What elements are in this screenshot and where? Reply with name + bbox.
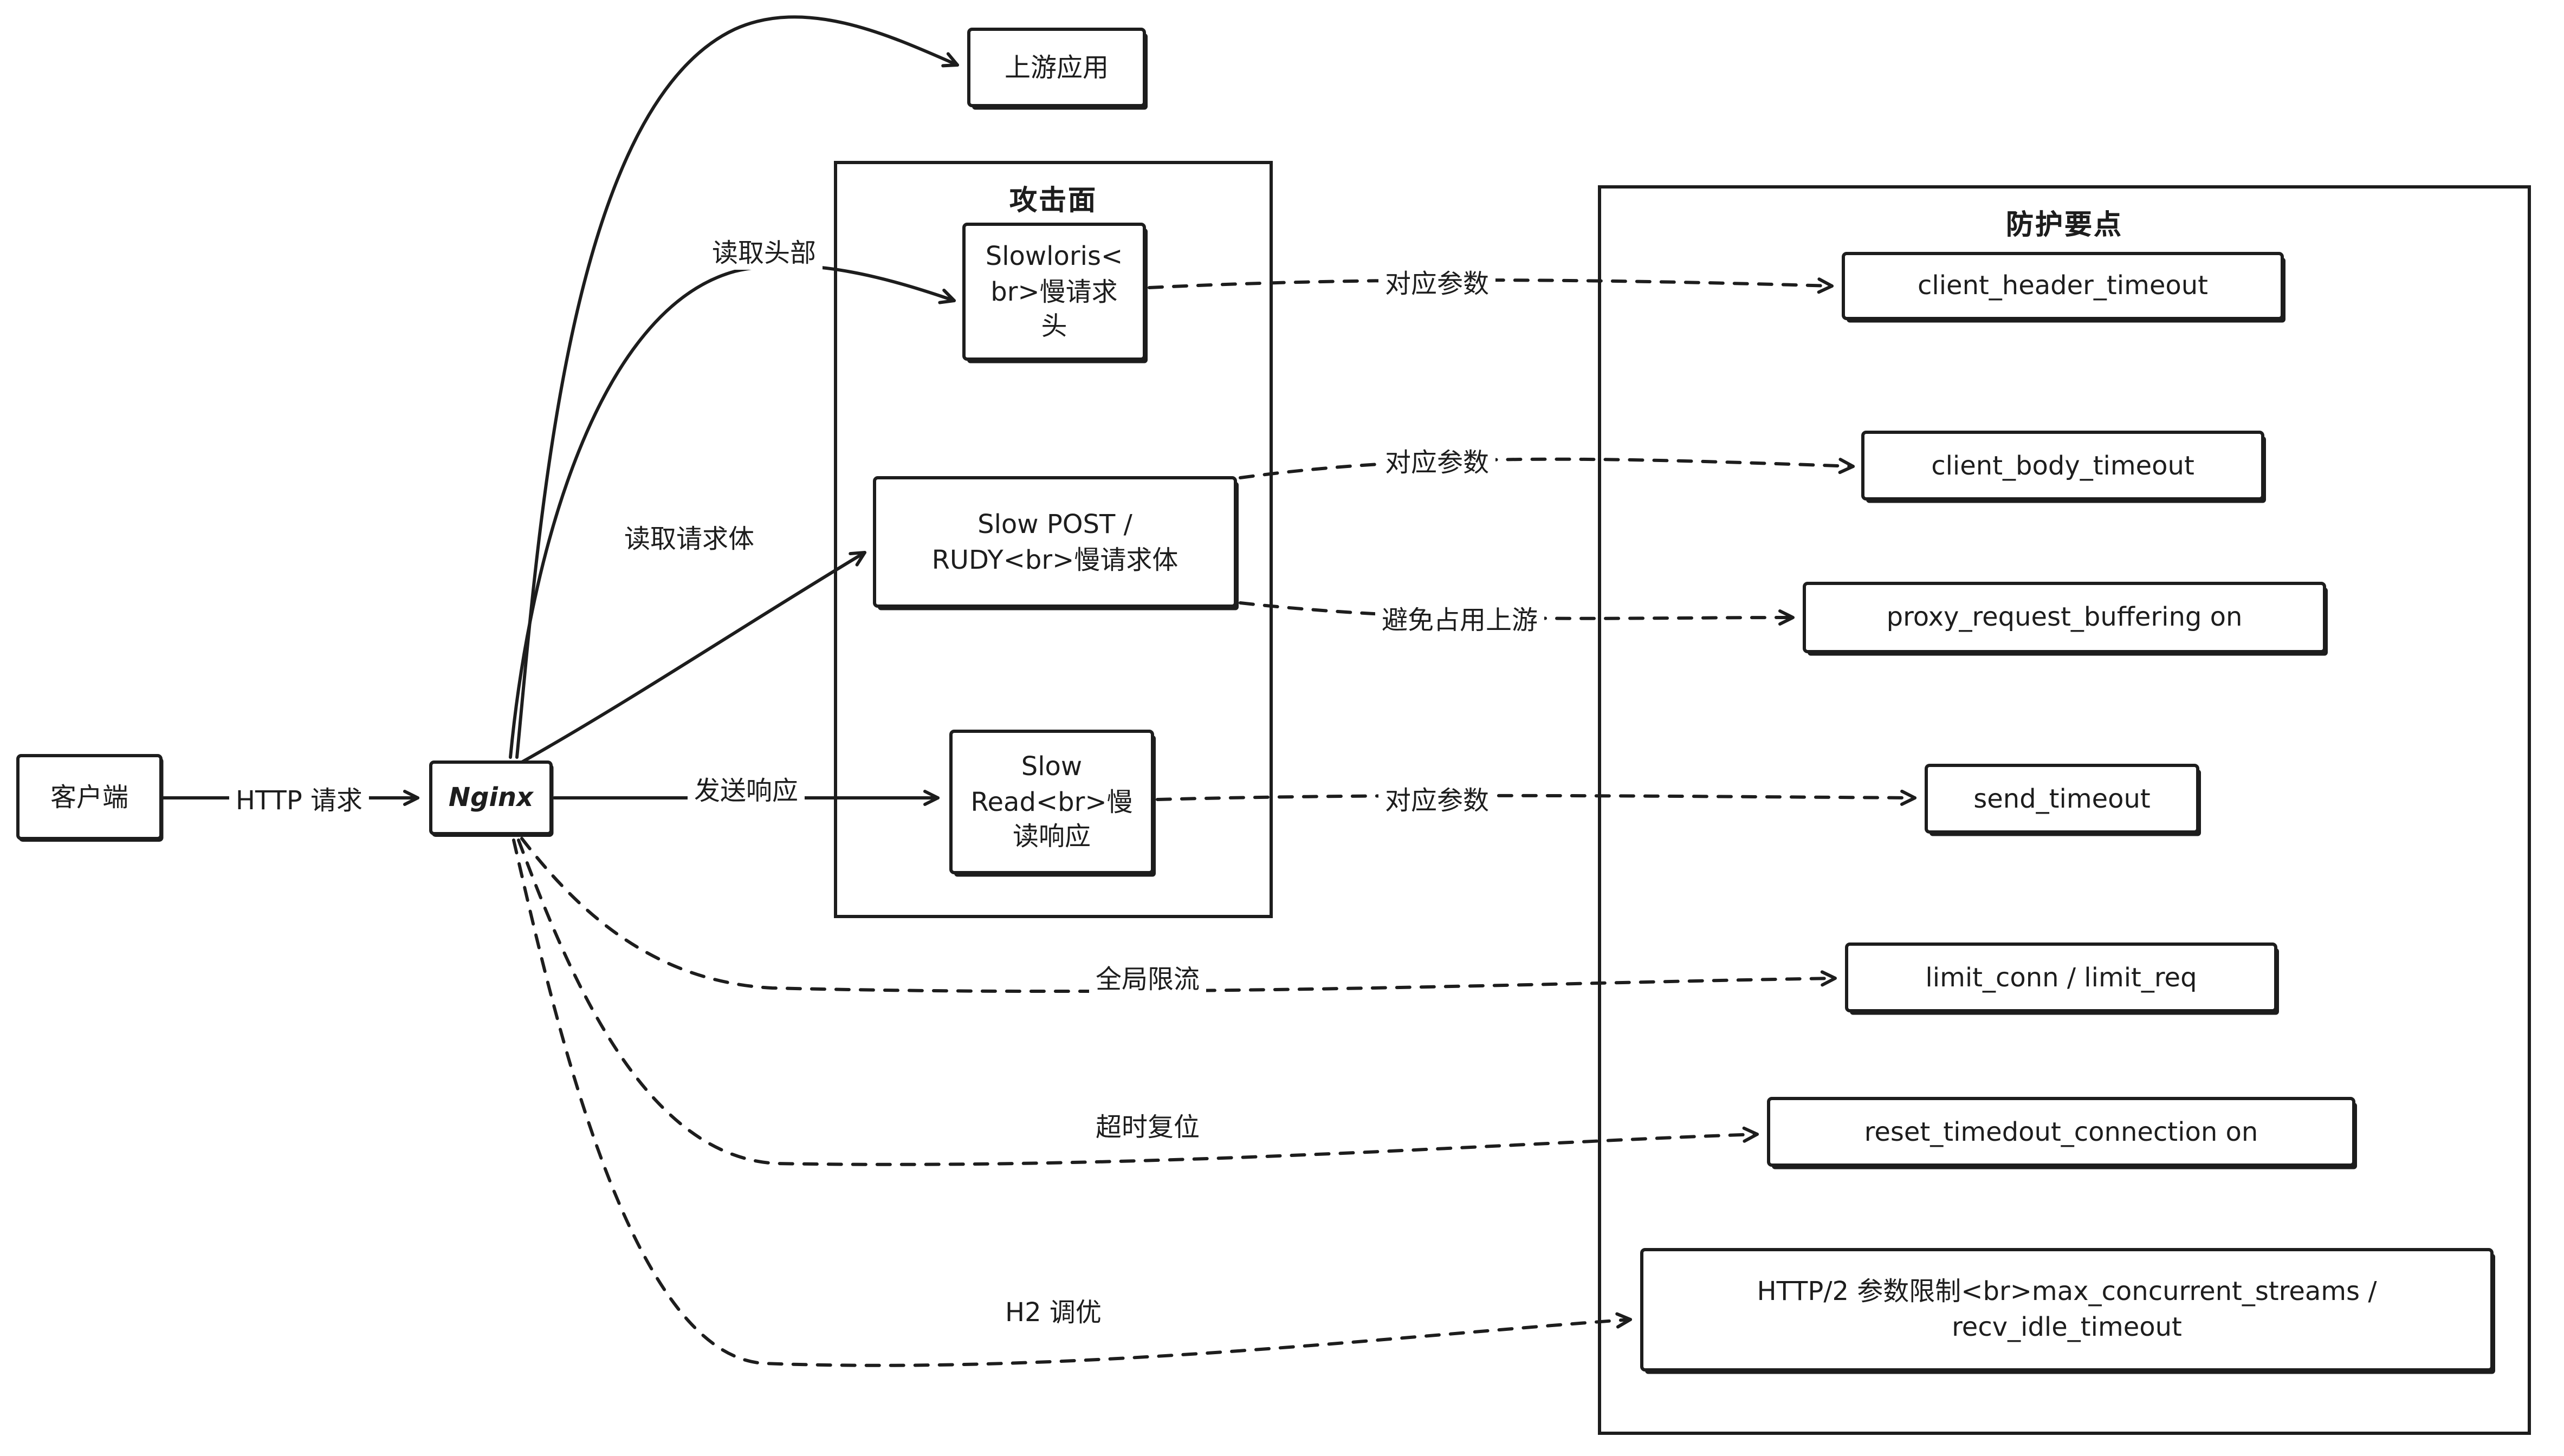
node-send-timeout: send_timeout xyxy=(1925,764,2199,834)
node-slowloris: Slowloris< br>慢请求 头 xyxy=(962,223,1146,361)
edge-label-avoid-upstream: 避免占用上游 xyxy=(1375,598,1545,637)
edge-slowpost-to-client-body-timeout xyxy=(1238,457,1855,480)
edge-label-timeout-reset: 超时复位 xyxy=(1089,1105,1207,1144)
node-slow-read: Slow Read<br>慢 读响应 xyxy=(949,730,1154,874)
node-nginx: Nginx xyxy=(429,760,553,835)
node-proxy-request-buffering: proxy_request_buffering on xyxy=(1803,582,2326,653)
edge-nginx-to-http2-tuning xyxy=(511,838,1632,1367)
node-http2-tuning: HTTP/2 参数限制<br>max_concurrent_streams / … xyxy=(1640,1248,2494,1372)
defense-points-group: 防护要点 xyxy=(1598,185,2531,1435)
node-client-header-timeout: client_header_timeout xyxy=(1842,252,2284,320)
edge-label-http-request: HTTP 请求 xyxy=(229,778,370,817)
edge-label-global-limit: 全局限流 xyxy=(1089,957,1207,996)
edge-label-body-param: 对应参数 xyxy=(1378,440,1496,479)
edge-label-send-response: 发送响应 xyxy=(687,769,805,808)
edge-nginx-to-reset-timedout xyxy=(516,838,1759,1166)
edge-label-h2-tuning: H2 调优 xyxy=(999,1290,1108,1329)
defense-points-title: 防护要点 xyxy=(2006,210,2123,242)
edge-nginx-to-upstream xyxy=(515,15,959,759)
node-limit-conn-limit-req: limit_conn / limit_req xyxy=(1845,942,2277,1012)
edge-label-read-param: 对应参数 xyxy=(1378,778,1496,817)
edge-label-header-param: 对应参数 xyxy=(1378,262,1496,301)
node-reset-timedout-connection: reset_timedout_connection on xyxy=(1767,1097,2355,1167)
attack-surface-title: 攻击面 xyxy=(1009,185,1097,218)
edge-label-read-header: 读取头部 xyxy=(705,231,823,270)
node-upstream-app: 上游应用 xyxy=(967,28,1146,107)
edge-slowread-to-send-timeout xyxy=(1155,789,1916,806)
edge-label-read-body: 读取请求体 xyxy=(617,517,761,556)
edge-nginx-to-slowpost xyxy=(520,551,866,764)
attack-surface-group: 攻击面 xyxy=(834,161,1273,918)
node-client: 客户端 xyxy=(16,754,163,840)
edge-nginx-to-limit-conn xyxy=(520,836,1837,993)
node-client-body-timeout: client_body_timeout xyxy=(1861,431,2264,500)
edge-nginx-to-slowloris xyxy=(508,264,956,759)
node-slow-post-rudy: Slow POST / RUDY<br>慢请求体 xyxy=(873,476,1237,608)
